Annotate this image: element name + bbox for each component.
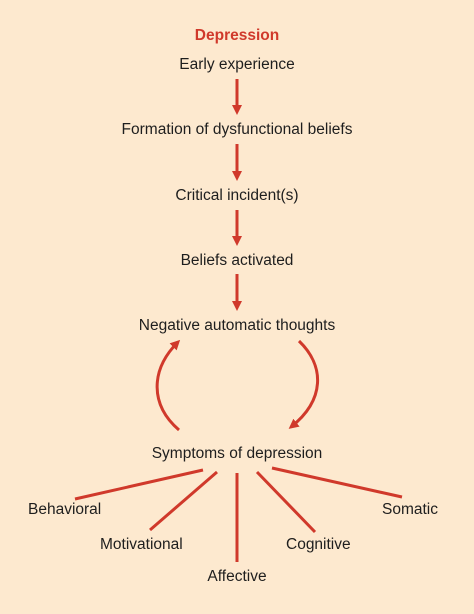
line-to-cognitive <box>255 470 317 534</box>
symptom-affective: Affective <box>207 568 267 585</box>
arrow-symptoms-to-thoughts <box>155 339 181 432</box>
node-critical-incidents: Critical incident(s) <box>175 187 299 204</box>
symptom-behavioral: Behavioral <box>28 501 102 518</box>
node-early-experience: Early experience <box>179 56 295 73</box>
symptom-cognitive: Cognitive <box>286 536 351 553</box>
line-to-behavioral <box>74 468 204 501</box>
node-formation-beliefs: Formation of dysfunctional beliefs <box>121 121 353 138</box>
symptom-motivational: Motivational <box>100 536 183 553</box>
node-negative-thoughts: Negative automatic thoughts <box>138 317 336 334</box>
line-to-somatic <box>271 466 403 499</box>
line-to-motivational <box>149 470 218 532</box>
symptom-somatic: Somatic <box>382 501 438 518</box>
node-beliefs-activated: Beliefs activated <box>180 252 294 269</box>
arrow-thoughts-to-symptoms <box>288 339 320 429</box>
node-symptoms-of-depression: Symptoms of depression <box>151 445 323 462</box>
diagram-title: Depression <box>194 27 280 44</box>
